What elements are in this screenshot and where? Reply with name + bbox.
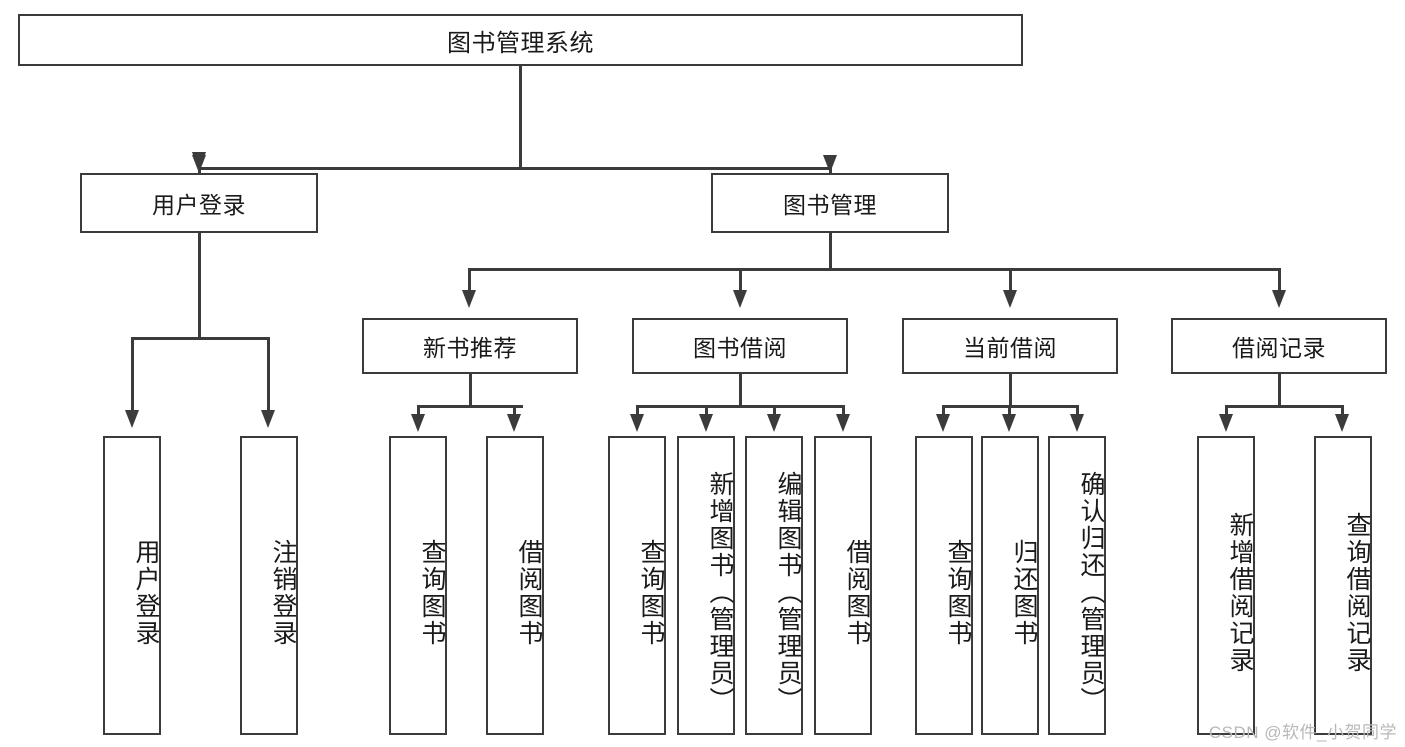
arrow-head-cb-leaf-3	[1070, 414, 1084, 432]
arrow-head-user-login-leaf-1	[125, 410, 139, 428]
arrow-head-user-login-leaf-2	[261, 410, 275, 428]
leaf-new-book-1[interactable]: 查询图书	[389, 436, 447, 735]
leaf-book-borrow-1[interactable]: 查询图书	[608, 436, 666, 735]
node-label: 借阅记录	[1232, 335, 1326, 361]
node-label: 查询图书	[637, 538, 665, 647]
arrow-head-current-borrow	[1003, 290, 1017, 308]
arrow-head-nbr-leaf-2	[507, 414, 521, 432]
node-book-manage[interactable]: 图书管理	[711, 173, 949, 233]
arrow-head-bb-leaf-4	[836, 414, 850, 432]
leaf-book-borrow-4[interactable]: 借阅图书	[814, 436, 872, 735]
node-label: 归还图书	[1010, 538, 1038, 647]
edge-user-login-left	[131, 337, 134, 412]
edge-cb-trunk	[1009, 374, 1012, 407]
leaf-borrow-record-1[interactable]: 新增借阅记录	[1197, 436, 1255, 735]
edge-cb-l3	[1076, 405, 1079, 419]
edge-bb-l4	[842, 405, 845, 419]
edge-bb-l3	[773, 405, 776, 419]
arrow-head-bb-leaf-3	[767, 414, 781, 432]
edge-bb-bar	[636, 405, 844, 408]
node-label: 确认归还（管理员）	[1077, 471, 1105, 714]
edge-user-login-bar	[131, 337, 267, 340]
node-book-borrow[interactable]: 图书借阅	[632, 318, 848, 374]
edge-book-manage-bar	[468, 268, 1280, 271]
node-label: 编辑图书（管理员）	[774, 471, 802, 714]
leaf-user-login-1[interactable]: 用户登录	[103, 436, 161, 735]
arrow-head-br-leaf-1	[1219, 414, 1233, 432]
node-label: 查询图书	[418, 538, 446, 647]
node-label: 借阅图书	[843, 538, 871, 647]
node-label: 新书推荐	[423, 335, 517, 361]
edge-bm-c3	[1009, 268, 1012, 298]
node-current-borrow[interactable]: 当前借阅	[902, 318, 1118, 374]
arrow-head-br-leaf-2	[1335, 414, 1349, 432]
edge-bb-l1	[636, 405, 639, 419]
edge-root-trunk	[519, 66, 522, 169]
edge-bm-c1	[468, 268, 471, 298]
node-label: 查询图书	[944, 538, 972, 647]
leaf-user-login-2[interactable]: 注销登录	[240, 436, 298, 735]
arrow-head-nbr-leaf-1	[411, 414, 425, 432]
edge-bb-trunk	[739, 374, 742, 407]
node-label: 新增图书（管理员）	[706, 471, 734, 714]
edge-nbr-l1	[417, 405, 420, 419]
arrow-head-user-login	[192, 155, 206, 173]
edge-br-bar	[1225, 405, 1343, 408]
node-label: 图书管理系统	[447, 29, 594, 57]
node-label: 图书管理	[783, 192, 877, 218]
edge-bm-c2	[739, 268, 742, 298]
edge-br-l2	[1341, 405, 1344, 419]
edge-book-manage-trunk	[829, 233, 832, 270]
edge-root-bar	[198, 167, 831, 170]
edge-cb-bar	[942, 405, 1079, 408]
arrow-head-cb-leaf-2	[1002, 414, 1016, 432]
edge-nbr-trunk	[469, 374, 472, 407]
arrow-head-cb-leaf-1	[936, 414, 950, 432]
arrow-head-borrow-records	[1272, 290, 1286, 308]
edge-cb-l1	[942, 405, 945, 419]
node-label: 当前借阅	[963, 335, 1057, 361]
leaf-borrow-record-2[interactable]: 查询借阅记录	[1314, 436, 1372, 735]
edge-user-login-trunk	[198, 233, 201, 339]
node-label: 用户登录	[152, 192, 246, 218]
leaf-book-borrow-3[interactable]: 编辑图书（管理员）	[745, 436, 803, 735]
edge-br-l1	[1225, 405, 1228, 419]
csdn-watermark: CSDN @软件_小贺同学	[1208, 723, 1397, 742]
node-label: 查询借阅记录	[1343, 511, 1371, 674]
node-label: 用户登录	[132, 538, 160, 647]
arrow-head-bb-leaf-2	[699, 414, 713, 432]
node-new-book-recommend[interactable]: 新书推荐	[362, 318, 578, 374]
leaf-book-borrow-2[interactable]: 新增图书（管理员）	[677, 436, 735, 735]
leaf-current-borrow-2[interactable]: 归还图书	[981, 436, 1039, 735]
edge-cb-l2	[1008, 405, 1011, 419]
edge-user-login-right	[267, 337, 270, 412]
edge-nbr-l2	[513, 405, 516, 419]
node-borrow-records[interactable]: 借阅记录	[1171, 318, 1387, 374]
leaf-current-borrow-3[interactable]: 确认归还（管理员）	[1048, 436, 1106, 735]
arrow-head-book-manage	[823, 155, 837, 173]
leaf-current-borrow-1[interactable]: 查询图书	[915, 436, 973, 735]
node-label: 图书借阅	[693, 335, 787, 361]
node-label: 新增借阅记录	[1226, 511, 1254, 674]
node-user-login[interactable]: 用户登录	[80, 173, 318, 233]
arrow-head-book-borrow	[733, 290, 747, 308]
arrow-head-bb-leaf-1	[630, 414, 644, 432]
leaf-new-book-2[interactable]: 借阅图书	[486, 436, 544, 735]
edge-nbr-bar	[417, 405, 523, 408]
node-label: 注销登录	[269, 538, 297, 647]
edge-bb-l2	[705, 405, 708, 419]
edge-br-trunk	[1278, 374, 1281, 407]
arrow-head-new-book	[462, 290, 476, 308]
node-root-system[interactable]: 图书管理系统	[18, 14, 1023, 66]
node-label: 借阅图书	[515, 538, 543, 647]
edge-bm-c4	[1278, 268, 1281, 298]
